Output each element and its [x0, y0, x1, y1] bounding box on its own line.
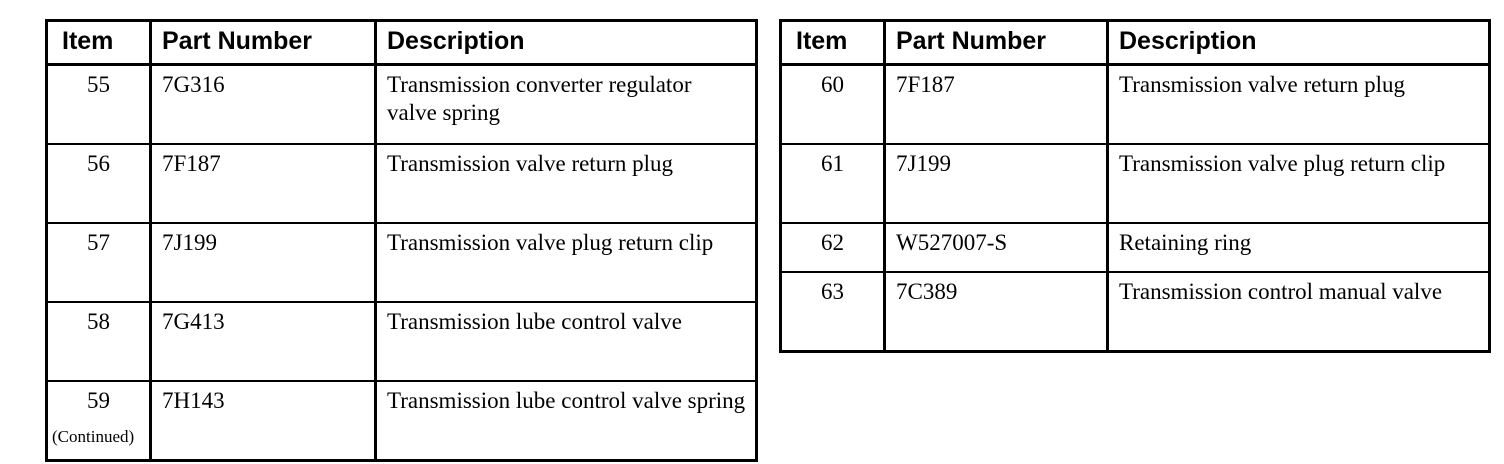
cell-description: Transmission valve return plug: [1107, 64, 1491, 145]
column-header-part-number: Part Number: [884, 19, 1109, 66]
cell-part-number: 7G413: [150, 301, 377, 382]
continued-note: (Continued): [52, 427, 135, 446]
cell-item: 55: [45, 64, 152, 145]
table-body-right: 60 7F187 Transmission valve return plug …: [779, 64, 1491, 353]
cell-part-number: 7H143: [150, 380, 377, 462]
header-row: Item Part Number Description: [45, 19, 758, 66]
cell-description: Retaining ring: [1107, 222, 1491, 273]
cell-description: Transmission lube control valve: [375, 301, 758, 382]
cell-part-number: 7C389: [884, 271, 1109, 353]
cell-description: Transmission valve plug return clip: [375, 222, 758, 303]
table-row: 61 7J199 Transmission valve plug return …: [779, 143, 1491, 224]
table-row: 60 7F187 Transmission valve return plug: [779, 64, 1491, 145]
cell-item: 61: [779, 143, 886, 224]
cell-item: 60: [779, 64, 886, 145]
cell-part-number: 7F187: [150, 143, 377, 224]
table-row: 57 7J199 Transmission valve plug return …: [45, 222, 758, 303]
column-header-description: Description: [1107, 19, 1491, 66]
table-row: 56 7F187 Transmission valve return plug: [45, 143, 758, 224]
table-row: 62 W527007-S Retaining ring: [779, 222, 1491, 273]
column-header-item: Item: [779, 19, 886, 66]
parts-table-right: Item Part Number Description 60 7F187 Tr…: [779, 19, 1491, 353]
cell-item: 63: [779, 271, 886, 353]
column-header-item: Item: [45, 19, 152, 66]
cell-part-number: 7G316: [150, 64, 377, 145]
cell-item: 59: [45, 380, 152, 462]
cell-part-number: 7F187: [884, 64, 1109, 145]
table-row: 58 7G413 Transmission lube control valve: [45, 301, 758, 382]
cell-description: Transmission valve return plug: [375, 143, 758, 224]
cell-part-number: 7J199: [150, 222, 377, 303]
table-row: 63 7C389 Transmission control manual val…: [779, 271, 1491, 353]
table-header-right: Item Part Number Description: [779, 19, 1491, 66]
table-row: 59 7H143 Transmission lube control valve…: [45, 380, 758, 462]
table-row: 55 7G316 Transmission converter regulato…: [45, 64, 758, 145]
table-header-left: Item Part Number Description: [45, 19, 758, 66]
header-row: Item Part Number Description: [779, 19, 1491, 66]
cell-part-number: W527007-S: [884, 222, 1109, 273]
cell-description: Transmission converter regulator valve s…: [375, 64, 758, 145]
cell-item: 57: [45, 222, 152, 303]
column-header-part-number: Part Number: [150, 19, 377, 66]
cell-item: 62: [779, 222, 886, 273]
cell-part-number: 7J199: [884, 143, 1109, 224]
cell-description: Transmission control manual valve: [1107, 271, 1491, 353]
cell-description: Transmission valve plug return clip: [1107, 143, 1491, 224]
parts-table-left: Item Part Number Description 55 7G316 Tr…: [45, 19, 758, 462]
cell-description: Transmission lube control valve spring: [375, 380, 758, 462]
table-body-left: 55 7G316 Transmission converter regulato…: [45, 64, 758, 462]
column-header-description: Description: [375, 19, 758, 66]
cell-item: 58: [45, 301, 152, 382]
cell-item: 56: [45, 143, 152, 224]
